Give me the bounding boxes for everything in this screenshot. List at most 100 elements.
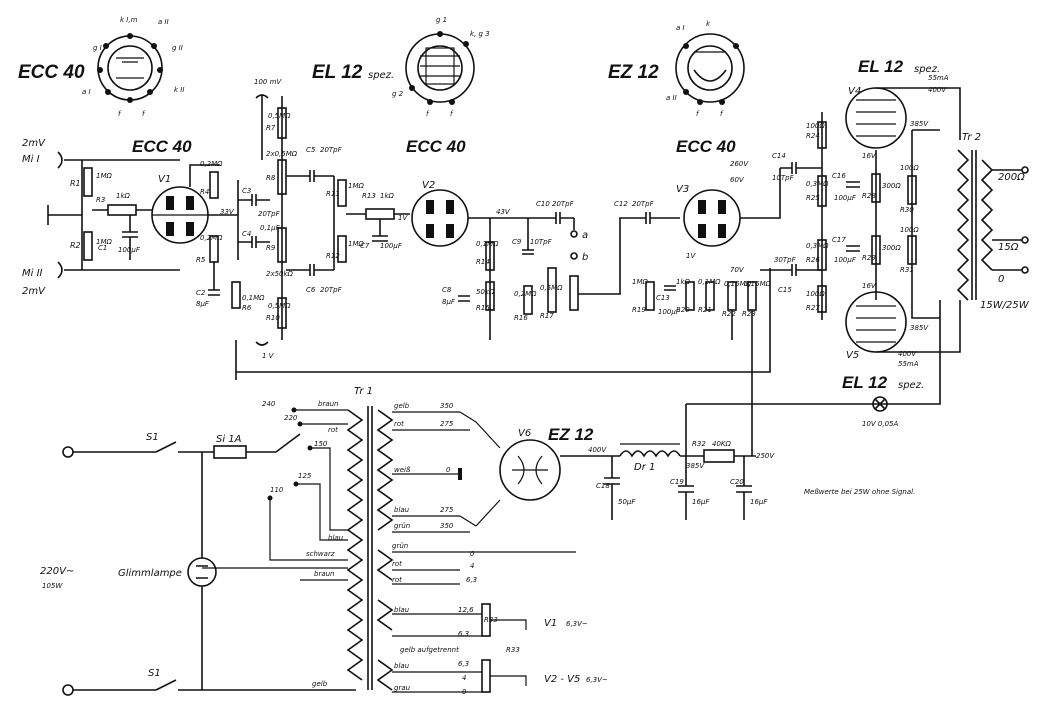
r2-label: R2 [70, 241, 81, 250]
ecc40-pin-g2: g II [172, 44, 183, 52]
r13-value: 1kΩ [380, 192, 395, 200]
r29-value: 300Ω [882, 244, 901, 252]
el12-pin-g2: g 2 [392, 90, 404, 98]
hv25-4: 4 [462, 674, 466, 682]
ez12-pin-a1: a I [676, 24, 685, 32]
v5-suffix: spez. [898, 380, 924, 391]
v6-type: EZ 12 [548, 425, 594, 444]
tap-rot: rot [328, 426, 338, 434]
el12-pin-kg3: k, g 3 [470, 30, 490, 38]
r21-value: 0,1MΩ [698, 278, 721, 286]
tap-125: 125 [298, 472, 312, 480]
el12-pin-g1: g 1 [436, 16, 447, 24]
speaker-terminal-0[interactable] [1021, 266, 1029, 274]
r11 [337, 179, 347, 207]
switch-s1-top[interactable] [155, 441, 177, 453]
r12-label: R12 [326, 252, 340, 260]
v4-ref: V4 [848, 86, 861, 97]
c18-label: C18 [596, 482, 610, 490]
v3-right-voltage: 70V [730, 266, 745, 274]
hv-gruen: grün [394, 522, 410, 530]
mains-terminal-top[interactable] [62, 446, 74, 458]
c9-value: 10TpF [530, 238, 553, 246]
c19-label: C19 [670, 478, 684, 486]
r14-value: 0,1MΩ [476, 240, 499, 248]
mains-terminal-bottom[interactable] [62, 684, 74, 696]
r5-label: R5 [196, 256, 206, 264]
r16-value: 0,2MΩ [514, 290, 537, 298]
switch-contact-b[interactable] [570, 252, 578, 260]
hv1-volt: 6,3V~ [566, 620, 588, 628]
r1-label: R1 [70, 179, 81, 188]
r23-label: R23 [742, 310, 756, 318]
speaker-tap-0: 0 [998, 274, 1004, 285]
r10-value: 0,5MΩ [268, 302, 291, 310]
r32-value: 40KΩ [712, 440, 731, 448]
mic-input-1: 2mV Mi I [22, 138, 82, 169]
v2-grid-voltage: 1V [398, 214, 408, 222]
hv1-blau: blau [394, 606, 410, 614]
glow-lamp-label: Glimmlampe [118, 568, 182, 579]
r26-label: R26 [806, 256, 820, 264]
r6-label: R6 [242, 304, 252, 312]
ez12-base-title: EZ 12 [608, 62, 659, 83]
c4-value: 0,1µF [260, 224, 281, 232]
ecc40-base-diagram: ECC 40 k I,m a II g I g II a I k II f f [18, 16, 184, 118]
switch-s1-bottom[interactable] [155, 679, 177, 691]
v2-anode-voltage: 43V [496, 208, 511, 216]
c3-value: 20TpF [258, 210, 281, 218]
r8 [277, 159, 287, 195]
r9-value: 2x50kΩ [266, 270, 294, 278]
c10-label: C10 [536, 200, 550, 208]
ht-gruen: grün [392, 542, 408, 550]
pilot-lamp [872, 396, 888, 412]
r29-label: R29 [862, 254, 876, 262]
hv-350-top: 350 [440, 402, 454, 410]
hv-275-bottom: 275 [440, 506, 454, 514]
speaker-terminal-200[interactable] [1021, 166, 1029, 174]
c8-label: C8 [442, 286, 452, 294]
tap-240: 240 [262, 400, 276, 408]
r1-value: 1MΩ [96, 172, 112, 180]
c6-label: C6 [306, 286, 316, 294]
tube-v5: EL 12 spez. V5 [842, 291, 924, 392]
r24-label: R24 [806, 132, 820, 140]
r8-label: R8 [266, 174, 276, 182]
heater-v2v5: blau grau 6,3 4 0 V2 - V5 6,3V~ [392, 659, 608, 696]
mains-power: 105W [42, 582, 63, 590]
v5-ref: V5 [846, 350, 859, 361]
c16-value: 100µF [834, 194, 857, 202]
r13 [365, 208, 395, 220]
r10-label: R10 [266, 314, 280, 322]
v5-current: 55mA [898, 360, 919, 368]
mains-voltage: 220V~ [40, 566, 74, 577]
ecc40-pin-k1m: k I,m [120, 16, 138, 24]
r25-value: 0,3MΩ [806, 180, 829, 188]
r20-label: R20 [676, 306, 690, 314]
ht-rot-1: rot [392, 560, 402, 568]
v4-suffix: spez. [914, 64, 940, 75]
r7 [277, 107, 287, 139]
r13-label: R13 [362, 192, 376, 200]
el12-base-diagram: EL 12 spez. g 1 k, g 3 g 2 f f [312, 16, 490, 118]
speaker-terminal-15[interactable] [1021, 236, 1029, 244]
hv-secondary: gelb 350 rot 275 weiß 0 blau 275 grün 35… [394, 402, 454, 530]
speaker-power: 15W/25W [980, 300, 1030, 311]
r26-value: 0,3MΩ [806, 242, 829, 250]
switch-contact-a[interactable] [570, 230, 578, 238]
c5-value: 20TpF [320, 146, 343, 154]
c15-label: C15 [778, 286, 792, 294]
mi1-level: 2mV [22, 138, 46, 149]
s1-top-label: S1 [146, 432, 159, 443]
el12-base-title: EL 12 [312, 62, 363, 83]
tap-blau: blau [328, 534, 344, 542]
ht-0: 0 [470, 550, 475, 558]
tap-gelb: gelb [312, 680, 328, 688]
v3-ref: V3 [676, 184, 689, 195]
hv25-grau: grau [394, 684, 411, 692]
c1-label: C1 [98, 244, 107, 252]
r4-label: R4 [200, 188, 209, 196]
r19-value: 1MΩ [632, 278, 648, 286]
r30-value: 100Ω [900, 164, 919, 172]
